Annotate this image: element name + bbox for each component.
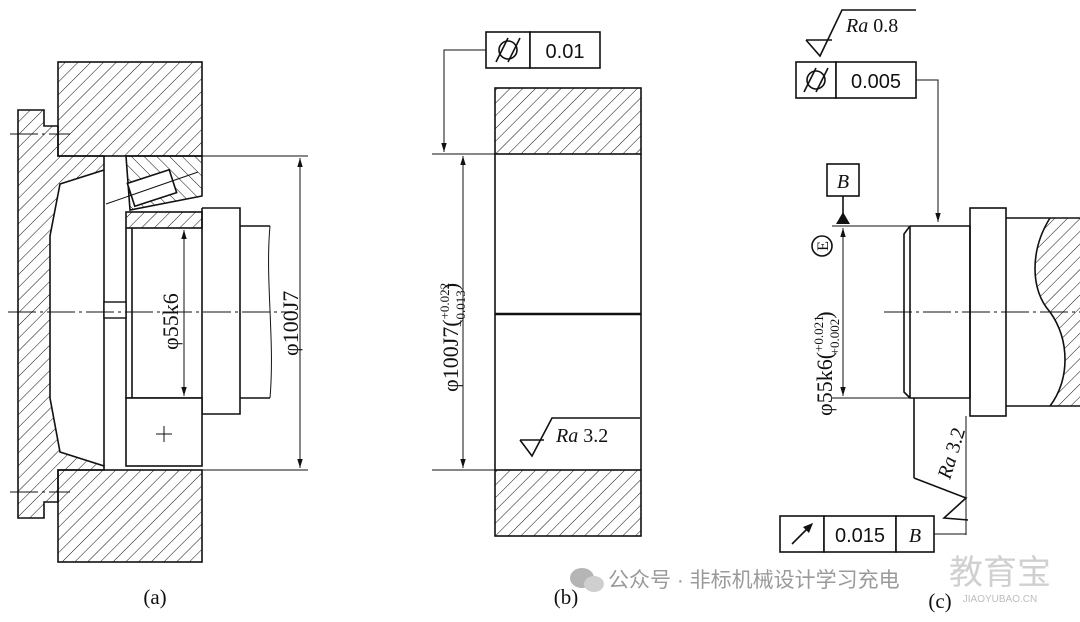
- caption-b: (b): [554, 585, 579, 609]
- bearing-inner-ring: [125, 211, 203, 229]
- runout-frame-c: 0.015 B: [779, 515, 935, 553]
- dim-phi100J7-b: φ100J7(+0.022−0.013): [437, 283, 468, 392]
- caption-a: (a): [143, 585, 166, 609]
- roughness-symbol-b: Ra 3.2: [519, 417, 640, 458]
- datum-b: B: [826, 163, 860, 224]
- tol-value-b: 0.01: [546, 41, 585, 63]
- bore-upper-section: [494, 87, 642, 155]
- roughness-symbol-side-c: Ra 3.2: [913, 398, 970, 521]
- caption-c: (c): [928, 589, 951, 613]
- watermark-text: 公众号 · 非标机械设计学习充电: [608, 569, 900, 592]
- cylindricity-frame-b: 0.01: [485, 31, 601, 69]
- housing-lower: [57, 469, 203, 563]
- dim-phi100J7: φ100J7: [278, 291, 303, 356]
- figure-c-shaft: Ra 0.8 0.005 B: [779, 9, 1080, 613]
- housing-upper: [57, 61, 203, 157]
- runout-value: 0.015: [835, 525, 885, 547]
- tol-value-c: 0.005: [851, 71, 901, 93]
- svg-text:E: E: [815, 241, 832, 251]
- watermark: 公众号 · 非标机械设计学习充电 教育宝 JIAOYUBAO.CN: [570, 553, 1051, 605]
- roughness-symbol-top-c: Ra 0.8: [805, 9, 916, 58]
- svg-text:Ra 0.8: Ra 0.8: [845, 15, 898, 37]
- end-cover: [17, 109, 105, 519]
- dim-phi55k6: φ55k6: [158, 293, 183, 350]
- svg-text:Ra 3.2: Ra 3.2: [933, 425, 970, 482]
- figure-b-housing-bore: 0.01 φ100J7(+0.022−0.013) Ra 3.2 (b): [432, 31, 642, 609]
- cylindricity-frame-c: 0.005: [795, 61, 917, 99]
- figure-a-assembly: φ100J7 φ55k6 (a): [8, 61, 308, 609]
- wechat-icon: [570, 568, 604, 592]
- svg-text:B: B: [837, 171, 849, 193]
- svg-text:Ra 3.2: Ra 3.2: [555, 425, 608, 447]
- cylindricity-icon: [803, 67, 829, 93]
- dim-phi55k6-c: φ55k6(+0.021+0.002): [811, 311, 842, 416]
- runout-datum: B: [909, 525, 921, 547]
- envelope-symbol: E: [811, 235, 833, 257]
- bearing-section-lower: [125, 397, 203, 467]
- bore-lower-section: [494, 469, 642, 537]
- circular-runout-icon: [791, 523, 813, 545]
- watermark-brand: 教育宝: [949, 553, 1051, 593]
- cylindricity-icon: [495, 37, 521, 63]
- watermark-url: JIAOYUBAO.CN: [963, 594, 1037, 605]
